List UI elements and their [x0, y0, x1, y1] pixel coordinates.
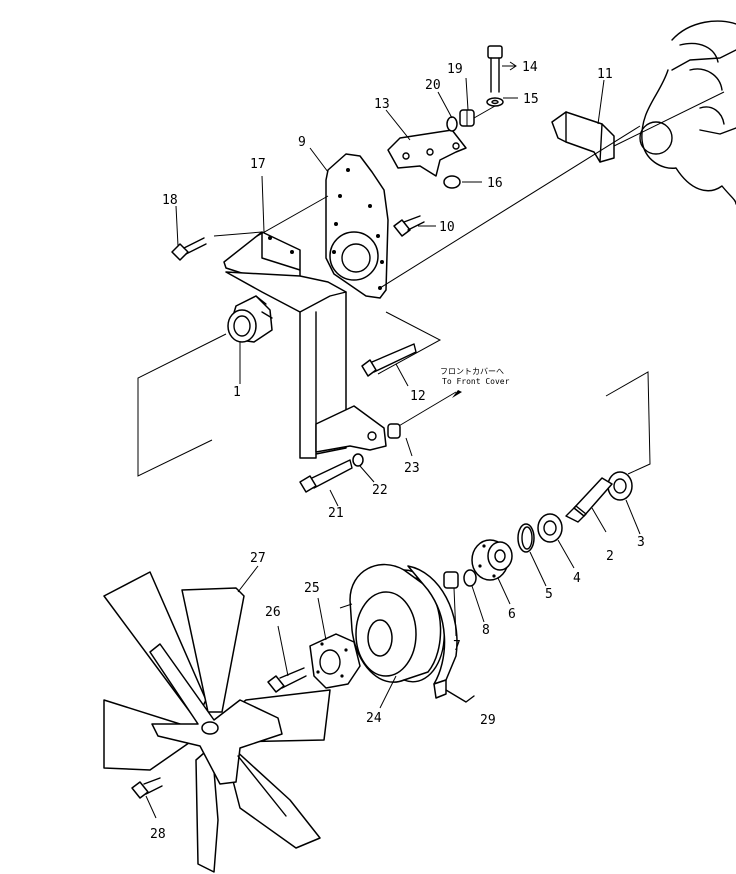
- part-19-nut: [459, 109, 475, 127]
- label-12: 12: [410, 389, 426, 404]
- label-3: 3: [637, 535, 645, 550]
- part-11-spacer-bracket: [551, 91, 725, 163]
- front-cover-note-en: To Front Cover: [442, 377, 510, 386]
- label-9: 9: [298, 135, 306, 150]
- label-24: 24: [366, 711, 382, 726]
- part-12-bolt: [361, 343, 417, 377]
- part-29-belt: [407, 565, 475, 703]
- part-5-snap-ring: [517, 523, 535, 553]
- part-23-nut: [387, 423, 401, 439]
- part-21-bolt: [299, 459, 353, 493]
- part-20-washer: [446, 116, 458, 132]
- label-13: 13: [374, 97, 390, 112]
- part-17-stay-bracket: [223, 231, 387, 459]
- part-2-shaft: [565, 477, 613, 523]
- label-1: 1: [233, 385, 241, 400]
- part-3-bearing: [607, 471, 633, 501]
- part-25-spacer: [309, 633, 361, 689]
- part-9-mounting-plate: [325, 153, 389, 299]
- part-10-bolt: [393, 215, 425, 237]
- part-13-bracket: [387, 129, 467, 177]
- label-26: 26: [265, 605, 281, 620]
- leader-lines: [145, 65, 641, 819]
- label-21: 21: [328, 506, 344, 521]
- label-6: 6: [508, 607, 516, 622]
- label-10: 10: [439, 220, 455, 235]
- label-4: 4: [573, 571, 581, 586]
- part-27-fan: [103, 571, 331, 873]
- label-14: 14: [522, 60, 538, 75]
- part-1-hub: [227, 295, 273, 343]
- label-8: 8: [482, 623, 490, 638]
- part-22-washer: [352, 453, 364, 467]
- label-19: 19: [447, 62, 463, 77]
- label-29: 29: [480, 713, 496, 728]
- label-20: 20: [425, 78, 441, 93]
- label-11: 11: [597, 67, 613, 82]
- label-27: 27: [250, 551, 266, 566]
- label-28: 28: [150, 827, 166, 842]
- label-15: 15: [523, 92, 539, 107]
- part-4-bearing: [537, 513, 563, 543]
- label-2: 2: [606, 549, 614, 564]
- label-22: 22: [372, 483, 388, 498]
- part-7-nut: [443, 571, 459, 589]
- label-16: 16: [487, 176, 503, 191]
- part-6-flange: [471, 539, 513, 581]
- label-18: 18: [162, 193, 178, 208]
- front-cover-note: フロントカバーへ To Front Cover: [440, 367, 510, 398]
- engine-housing: [639, 20, 736, 205]
- part-26-bolt: [267, 667, 307, 693]
- part-28-bolt: [131, 777, 163, 799]
- part-number-labels: 1 2 3 4 5 6 7 8 9 10 11 12 13 14 15 16 1…: [150, 60, 645, 842]
- part-18-bolt: [171, 237, 207, 261]
- part-16-nut: [443, 175, 461, 189]
- part-14-bolt: [487, 45, 503, 93]
- label-17: 17: [250, 157, 266, 172]
- part-15-washer: [486, 97, 504, 107]
- part-8-washer: [463, 569, 477, 587]
- label-23: 23: [404, 461, 420, 476]
- label-7: 7: [453, 639, 461, 654]
- front-cover-note-jp: フロントカバーへ: [440, 367, 504, 376]
- label-25: 25: [304, 581, 320, 596]
- label-5: 5: [545, 587, 553, 602]
